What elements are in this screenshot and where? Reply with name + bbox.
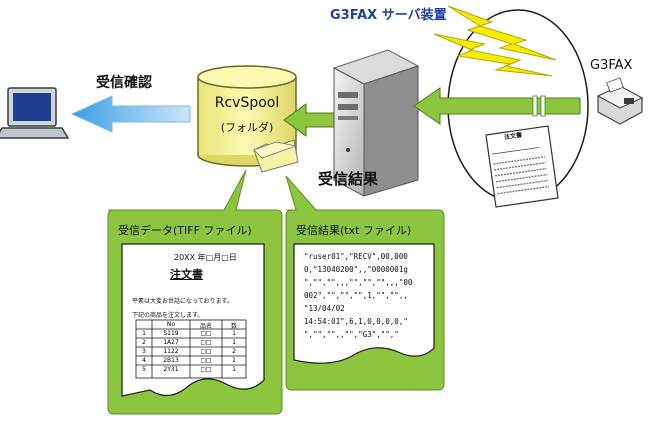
txt-panel-title: 受信結果(txt ファイル)	[296, 224, 412, 237]
txt-line: 0,"13040200",,"0000001g	[304, 265, 408, 274]
tiff-date: 20XX 年□月□日	[174, 253, 237, 262]
table-cell: 4	[142, 357, 146, 364]
table-cell: 1	[142, 330, 146, 337]
table-cell: □□	[200, 339, 212, 346]
table-cell: 5	[142, 366, 146, 373]
order-table-grid	[135, 319, 247, 379]
table-cell: 2B13	[163, 357, 179, 364]
tiff-panel-title: 受信データ(TIFF ファイル)	[118, 224, 252, 237]
table-header-no: No	[166, 321, 176, 328]
table-cell: 1A27	[163, 339, 179, 346]
table-cell: 2Y31	[163, 366, 179, 373]
server-caption: 受信結果	[318, 170, 379, 188]
table-cell: □□	[200, 357, 212, 364]
lightning-icon	[433, 5, 557, 77]
table-cell: 1	[232, 330, 236, 337]
arrow-to-laptop	[70, 95, 191, 133]
table-cell: □□	[200, 366, 212, 373]
tiff-line2: 下記の商品を注文します。	[132, 312, 204, 319]
table-header-qty: 数	[230, 323, 237, 330]
order-sheet-icon	[485, 125, 559, 208]
table-header-name: 品名	[199, 323, 212, 330]
table-cell: 2	[142, 339, 146, 346]
txt-line: 14:54:01",6,1,0,0,0,0,"	[304, 317, 408, 326]
server-icon	[332, 49, 420, 197]
laptop-icon	[0, 87, 70, 139]
table-cell: 3	[142, 348, 146, 355]
server-title: G3FAX サーバ装置	[330, 8, 447, 23]
spool-name: RcvSpool	[214, 95, 280, 111]
table-cell: 1122	[163, 348, 179, 355]
fax-machine-icon	[596, 77, 644, 125]
table-cell: □□	[200, 330, 212, 337]
txt-line: 002","","","",1,"","",,	[304, 291, 408, 300]
table-cell: □□	[200, 348, 212, 355]
txt-line: ","","",,,"","","",,,"00	[304, 278, 413, 287]
table-cell: S119	[163, 330, 179, 337]
table-cell: 2	[232, 348, 236, 355]
spool-sub: (フォルダ)	[220, 121, 274, 134]
folder-icon	[253, 139, 299, 173]
table-cell: 1	[232, 366, 236, 373]
txt-line: "13/04/02	[304, 304, 345, 313]
table-cell: 1	[232, 339, 236, 346]
txt-document	[293, 243, 435, 364]
tiff-line1: 平素は大変お世話になっております。	[132, 298, 233, 305]
arrow-fax-to-server	[413, 87, 581, 125]
txt-line: "ruser01","RECV",00,000	[304, 252, 408, 261]
client-label: 受信確認	[96, 75, 152, 91]
table-cell: 1	[232, 357, 236, 364]
txt-line: ","","",,"","G3","","	[304, 330, 399, 339]
tiff-doc-title: 注文書	[170, 268, 203, 281]
fax-label: G3FAX	[590, 58, 633, 73]
